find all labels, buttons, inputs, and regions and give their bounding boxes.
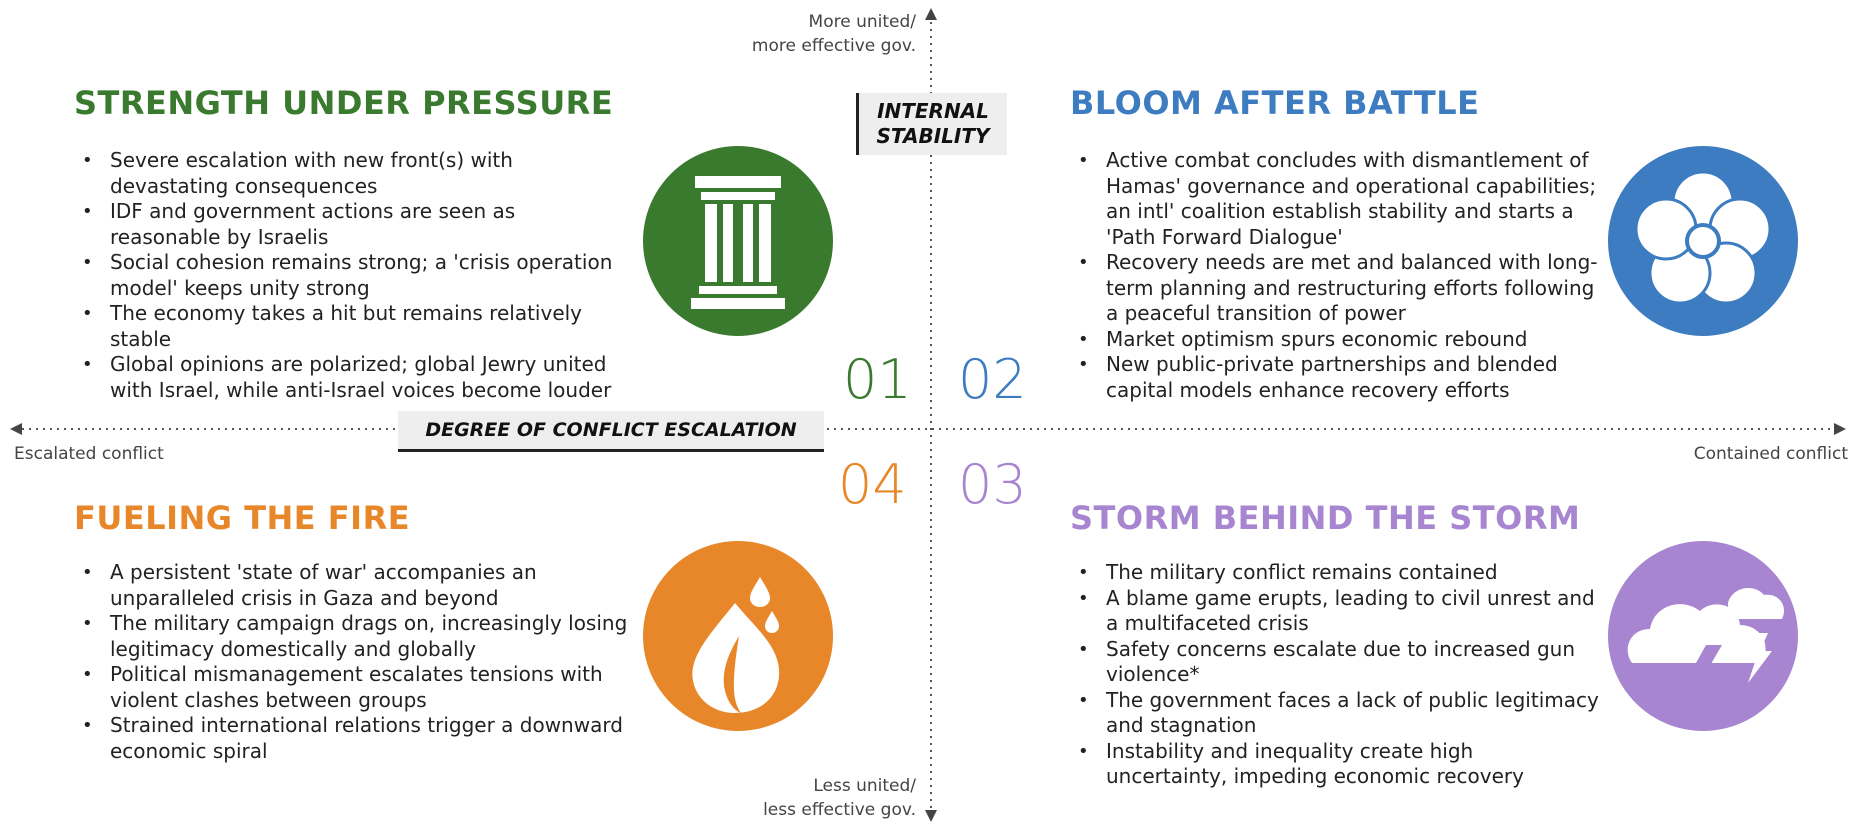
quadrant-title-storm: STORM BEHIND THE STORM xyxy=(1070,499,1581,537)
bullet-item: The military campaign drags on, increasi… xyxy=(74,611,630,662)
bullet-item: Social cohesion remains strong; a 'crisi… xyxy=(74,250,630,301)
bullet-item: Market optimism spurs economic rebound xyxy=(1070,327,1600,353)
quadrant-number-03: 03 xyxy=(958,453,1027,516)
axis-top-label: More united/ more effective gov. xyxy=(752,10,916,58)
vertical-axis-arrow-down xyxy=(925,810,937,822)
axis-bottom-line2: less effective gov. xyxy=(763,800,916,820)
storm-cloud-icon xyxy=(1608,541,1798,731)
pillar-icon xyxy=(643,146,833,336)
quadrant-title-fueling: FUELING THE FIRE xyxy=(74,499,411,537)
bullet-item: The government faces a lack of public le… xyxy=(1070,688,1600,739)
quadrant-title-strength: STRENGTH UNDER PRESSURE xyxy=(74,84,614,122)
horizontal-axis-title-text: DEGREE OF CONFLICT ESCALATION xyxy=(425,419,797,441)
bullet-item: Safety concerns escalate due to increase… xyxy=(1070,637,1600,688)
bullet-item: The economy takes a hit but remains rela… xyxy=(74,301,630,352)
axis-left-label: Escalated conflict xyxy=(14,444,164,464)
axis-top-line1: More united/ xyxy=(808,12,916,32)
axis-right-label: Contained conflict xyxy=(1693,444,1848,464)
bullet-item: Strained international relations trigger… xyxy=(74,713,630,764)
horizontal-axis-arrow-right xyxy=(1834,423,1846,435)
bullet-item: New public-private partnerships and blen… xyxy=(1070,352,1600,403)
axis-top-line2: more effective gov. xyxy=(751,36,916,56)
vertical-axis-arrow-up xyxy=(925,8,937,20)
axis-bottom-line1: Less united/ xyxy=(813,776,916,796)
bullet-item: Recovery needs are met and balanced with… xyxy=(1070,250,1600,327)
quadrant-bullets-fueling: A persistent 'state of war' accompanies … xyxy=(74,560,630,764)
horizontal-axis-title: DEGREE OF CONFLICT ESCALATION xyxy=(398,411,824,452)
horizontal-axis-arrow-left xyxy=(10,423,22,435)
bullet-item: Active combat concludes with dismantleme… xyxy=(1070,148,1600,250)
flower-icon xyxy=(1608,146,1798,336)
quadrant-bullets-storm: The military conflict remains contained … xyxy=(1070,560,1600,790)
bullet-item: Global opinions are polarized; global Je… xyxy=(74,352,630,403)
bullet-item: IDF and government actions are seen as r… xyxy=(74,199,630,250)
quadrant-title-bloom: BLOOM AFTER BATTLE xyxy=(1070,84,1480,122)
quadrant-number-04: 04 xyxy=(838,453,907,516)
bullet-item: Severe escalation with new front(s) with… xyxy=(74,148,630,199)
flame-icon xyxy=(643,541,833,731)
bullet-item: A blame game erupts, leading to civil un… xyxy=(1070,586,1600,637)
axis-bottom-label: Less united/ less effective gov. xyxy=(763,774,916,822)
bullet-item: Political mismanagement escalates tensio… xyxy=(74,662,630,713)
quadrant-bullets-bloom: Active combat concludes with dismantleme… xyxy=(1070,148,1600,403)
bullet-item: A persistent 'state of war' accompanies … xyxy=(74,560,630,611)
quadrant-number-01: 01 xyxy=(843,348,912,411)
vertical-axis-title-line2: STABILITY xyxy=(876,124,990,148)
vertical-axis-title-line1: INTERNAL xyxy=(877,99,989,123)
bullet-item: The military conflict remains contained xyxy=(1070,560,1600,586)
vertical-axis-title: INTERNAL STABILITY xyxy=(856,93,1007,155)
quadrant-number-02: 02 xyxy=(958,348,1027,411)
bullet-item: Instability and inequality create high u… xyxy=(1070,739,1600,790)
quadrant-bullets-strength: Severe escalation with new front(s) with… xyxy=(74,148,630,403)
